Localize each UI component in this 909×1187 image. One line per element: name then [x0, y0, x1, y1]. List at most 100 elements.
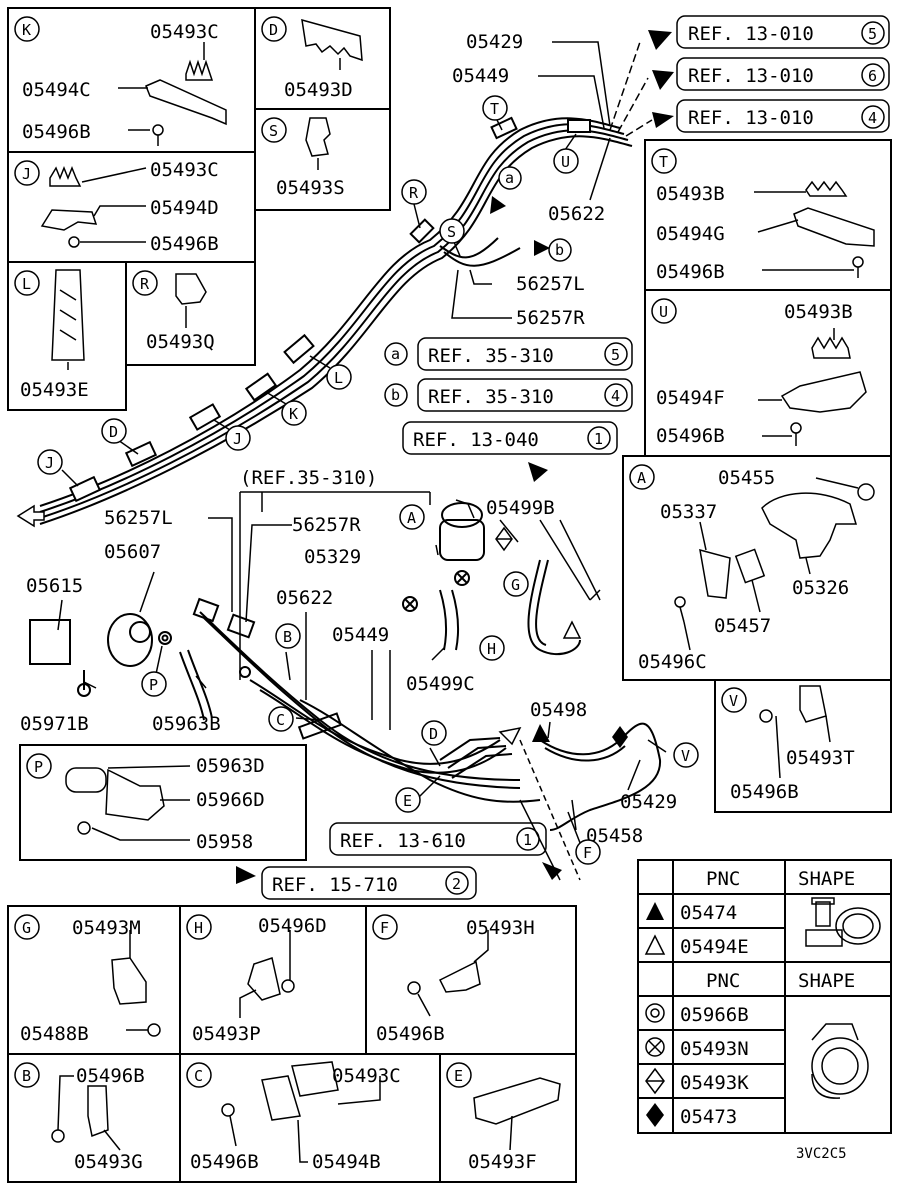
label-05615: 05615 [26, 575, 83, 597]
ref-num: 4 [611, 387, 620, 405]
part-label: 05496B [76, 1065, 145, 1087]
legend-pnc: 05494E [680, 936, 749, 958]
ref-15-710-2: REF. 15-710 [272, 874, 398, 896]
part-label: 05457 [714, 615, 771, 637]
filled-triangle-icon [532, 724, 550, 742]
callout-E: E [403, 792, 412, 810]
ref-texts: REF. 13-010 5 REF. 13-010 6 REF. 13-010 … [240, 21, 885, 896]
inset-E: E 05493F [454, 1067, 537, 1173]
part-label: 05493P [192, 1023, 261, 1045]
inset-letter: C [194, 1067, 203, 1085]
legend-pnc: 05493N [680, 1038, 749, 1060]
ref-35-310-paren: (REF.35-310) [240, 467, 377, 489]
inset-letter: G [22, 919, 31, 937]
legend-header-pnc: PNC [706, 868, 740, 890]
legend-pnc: 05474 [680, 902, 737, 924]
inset-letter: A [637, 469, 646, 487]
open-triangle-icon [644, 934, 666, 955]
label-05622-top: 05622 [548, 203, 605, 225]
inset-letter: T [659, 153, 668, 171]
ref-13-610-1: REF. 13-610 [340, 830, 466, 852]
inset-letter: L [22, 275, 31, 293]
open-arrow-icon [498, 726, 522, 746]
label-05498: 05498 [530, 699, 587, 721]
label-05607: 05607 [104, 541, 161, 563]
callout-P: P [149, 676, 158, 694]
callout-K: K [289, 405, 298, 423]
part-label: 05496D [258, 915, 327, 937]
inset-letter: B [22, 1067, 31, 1085]
diamond-line-icon [645, 1067, 665, 1095]
circle-x-icon [645, 1037, 665, 1057]
legend-header-pnc: PNC [706, 970, 740, 992]
ref-num: 4 [868, 109, 877, 127]
inset-A: A 05455 05337 05326 05457 05496C [637, 467, 849, 673]
callout-J: J [233, 430, 242, 448]
callout-T: T [490, 100, 499, 118]
label-05449-top: 05449 [452, 65, 509, 87]
double-circle-icon [158, 631, 172, 645]
part-label: 05496B [730, 781, 799, 803]
callout-L: L [334, 369, 343, 387]
part-label: 05493B [784, 301, 853, 323]
ref-num: 2 [452, 875, 461, 893]
callout-F: F [583, 844, 592, 862]
callout-U: U [561, 153, 570, 171]
callout-D2: D [429, 725, 438, 743]
label-56257L-mid: 56257L [104, 507, 173, 529]
part-label: 05496B [656, 261, 725, 283]
legend-symbols [644, 897, 881, 1127]
band-clip-shape-icon [811, 1023, 869, 1099]
part-label: 05493C [150, 159, 219, 181]
part-label: 05337 [660, 501, 717, 523]
inset-letter: J [22, 165, 31, 183]
callout-C: C [276, 711, 285, 729]
part-label: 05493F [468, 1151, 537, 1173]
filled-triangle-icon [646, 902, 664, 920]
ref-num: 1 [523, 831, 532, 849]
part-label: 05494G [656, 223, 725, 245]
callout-a-main: a [505, 169, 514, 187]
circle-x-icon [454, 570, 470, 586]
ref-num: 5 [868, 25, 877, 43]
part-label: 05493B [656, 183, 725, 205]
part-label: 05493T [786, 747, 855, 769]
fuel-line-bundle [39, 117, 633, 525]
ref-boxes [261, 15, 890, 900]
callout-B: B [283, 628, 292, 646]
label-05329: 05329 [304, 546, 361, 568]
callout-J2: J [45, 454, 54, 472]
callout-R: R [409, 184, 419, 202]
callout-a: a [391, 345, 400, 363]
callout-H: H [487, 640, 496, 658]
part-label: 05496B [150, 233, 219, 255]
label-05449-mid: 05449 [332, 624, 389, 646]
inset-letter: E [454, 1067, 463, 1085]
legend-header-shape: SHAPE [798, 970, 855, 992]
callout-S: S [447, 223, 456, 241]
part-label: 05494D [150, 197, 219, 219]
part-label: 05488B [20, 1023, 89, 1045]
label-56257R-mid: 56257R [292, 514, 361, 536]
part-label: 05493C [150, 21, 219, 43]
ref-arrows [236, 30, 674, 884]
main-labels: 05429 05449 05622 56257L 56257R 56257L 5… [20, 31, 677, 847]
part-label: 05496C [638, 651, 707, 673]
callout-A: A [407, 509, 416, 527]
direction-arrow-icon [16, 504, 45, 528]
lower-parts [29, 502, 485, 740]
part-label: 05496B [22, 121, 91, 143]
inset-G: G 05493M 05488B [20, 917, 141, 1045]
leader-lines [57, 41, 667, 881]
inset-leaders [57, 42, 859, 1163]
legend-table [637, 859, 892, 1134]
part-label: 05966D [196, 789, 265, 811]
ref-num: 5 [611, 346, 620, 364]
part-label: 05496B [656, 425, 725, 447]
legend-header-shape: SHAPE [798, 868, 855, 890]
part-label: 05493D [284, 79, 353, 101]
part-label: 05493M [72, 917, 141, 939]
inset-part-drawings [40, 18, 875, 1143]
part-label: 05494C [22, 79, 91, 101]
